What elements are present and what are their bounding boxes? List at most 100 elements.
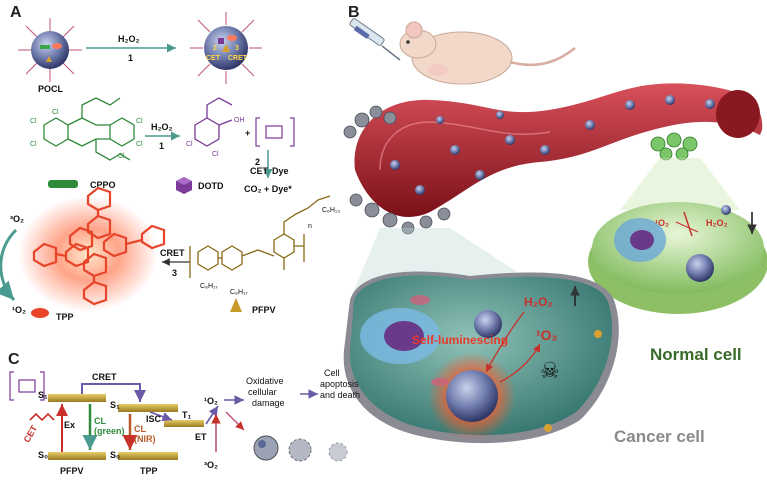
tumor-cluster [343, 105, 451, 235]
step-2-label-a: 2 [255, 157, 260, 167]
self-luminescing-label: Self-luminescing [412, 333, 508, 347]
cret-label-particle: CRET [228, 55, 248, 62]
normal-cell [588, 202, 767, 314]
step-3-label-a: 3 [172, 268, 177, 278]
tpp-s1-level [118, 404, 178, 412]
pfpv-in-particle [46, 56, 52, 62]
cell-label-1: Cell [324, 368, 340, 378]
normal-cluster [650, 132, 698, 161]
s0-pfpv-label: S₀ [38, 450, 48, 460]
cppo-legend-icon [48, 180, 78, 188]
svg-text:Cl: Cl [212, 151, 219, 158]
tpp-in-particle [52, 43, 62, 49]
pocl-core [31, 31, 69, 69]
svg-text:Cl: Cl [186, 141, 193, 148]
isc-arrow [149, 411, 173, 422]
tpp-label-c: TPP [140, 466, 158, 476]
tpp-legend-icon [31, 308, 49, 318]
panel-a-label: A [10, 4, 22, 21]
degradation-arrow [225, 411, 245, 431]
ex-label: Ex [64, 420, 75, 430]
normal-zoom-cone [620, 158, 740, 210]
pfpv-label-c: PFPV [60, 466, 84, 476]
panel-c: C S₁ S₀ S₁ S₀ T₁ CRET ISC CET Ex CL (g [8, 351, 360, 476]
c8h17-label-a: C₈H₁₇ [200, 283, 218, 290]
singlet-o2-label-cancer: ¹O₂ [536, 327, 558, 343]
tpp-t1-level [164, 420, 204, 427]
cret-label-a: CRET [160, 248, 185, 258]
h2o2-label-a2: H₂O₂ [151, 122, 173, 132]
cppo-cl-labels: Cl Cl Cl Cl Cl Cl [30, 109, 143, 160]
step-3-label-particle: 3 [235, 45, 239, 52]
step-2-label-particle: 2 [213, 45, 217, 52]
tpp-s0-level [118, 452, 178, 460]
svg-text:Cl: Cl [136, 118, 143, 125]
cret-label-c: CRET [92, 372, 117, 382]
h2o2-to-nanoparticle-arrow [485, 311, 525, 373]
blood-vessel [354, 83, 763, 217]
mouse-icon [399, 21, 576, 85]
cet-wave-icon [29, 412, 55, 422]
c6h13-label: C₆H₁₃ [322, 207, 340, 214]
oxygen-conversion-arrow [0, 228, 18, 302]
dotd-structure [194, 97, 233, 147]
dotd-legend-icon [176, 177, 192, 194]
dotd-label: DOTD [198, 181, 224, 191]
s0-tpp-label: S₀ [110, 450, 120, 460]
singlet-o2-label-normal: ¹O₂ [655, 218, 669, 228]
tpp-label: TPP [56, 312, 74, 322]
svg-text:Cl: Cl [30, 141, 37, 148]
step-1-label-a1: 1 [128, 53, 133, 63]
cl-nir-label-2: (NIR) [134, 434, 156, 444]
pfpv-structure [189, 195, 331, 278]
et-label: ET [195, 432, 207, 442]
svg-text:Cl: Cl [118, 153, 125, 160]
pocl-label: POCL [38, 84, 64, 94]
cancer-cell-nanoparticle [446, 370, 498, 422]
dioxetanedione-c [9, 371, 45, 401]
activated-pocl-nanoparticle [190, 12, 262, 84]
cl-green-label-1: CL [94, 416, 106, 426]
cret-arrow-c [81, 383, 146, 402]
panel-b-label: B [348, 4, 360, 21]
c8h17-label-b: C₈H₁₇ [230, 289, 248, 296]
cet-label-a: CET [250, 166, 269, 176]
panel-b: B [343, 4, 767, 446]
singlet-o2-label-c: ¹O₂ [204, 396, 218, 406]
pfpv-s1-level [48, 394, 106, 402]
peg-spikes [18, 18, 82, 82]
oxidative-label-3: damage [252, 398, 285, 408]
triplet-o2-label-a: ³O₂ [10, 214, 24, 224]
degrading-particles [253, 435, 348, 462]
triplet-o2-label-c: ³O₂ [204, 460, 218, 470]
normal-cell-nanoparticle [686, 254, 714, 282]
cancer-cell [343, 271, 619, 444]
pfpv-s0-level [48, 452, 106, 460]
cell-label-3: and death [320, 390, 360, 400]
t1-label: T₁ [182, 410, 191, 420]
pocl-nanoparticle [18, 18, 82, 82]
cl-green-label-2: (green) [94, 426, 125, 436]
cet-label-c: CET [22, 423, 40, 444]
s1-tpp-label: S₁ [110, 400, 120, 410]
nanoparticle-to-o2-arrow [499, 343, 541, 383]
h2o2-label-cancer: H₂O₂ [524, 295, 553, 309]
blocked-cross-icon [683, 211, 693, 237]
panel-c-label: C [8, 351, 20, 368]
singlet-o2-label-a: ¹O₂ [12, 305, 26, 315]
cancer-cell-label: Cancer cell [614, 427, 705, 446]
svg-text:Cl: Cl [52, 109, 59, 116]
svg-text:+: + [245, 128, 250, 138]
dye-label: Dye [272, 166, 289, 176]
svg-text:Cl: Cl [30, 118, 37, 125]
pfpv-label-a: PFPV [252, 305, 276, 315]
oxidative-label-2: cellular [248, 387, 277, 397]
cppo-structure [43, 97, 135, 161]
panel-a: A POCL H₂O₂ 1 [0, 4, 340, 322]
co2-dye-label: CO₂ + Dye* [244, 184, 292, 194]
n-subscript: n [308, 223, 312, 230]
cl-nir-label-1: CL [134, 424, 146, 434]
cppo-label: CPPO [90, 180, 116, 190]
h2o2-label-normal: H₂O₂ [706, 218, 728, 228]
